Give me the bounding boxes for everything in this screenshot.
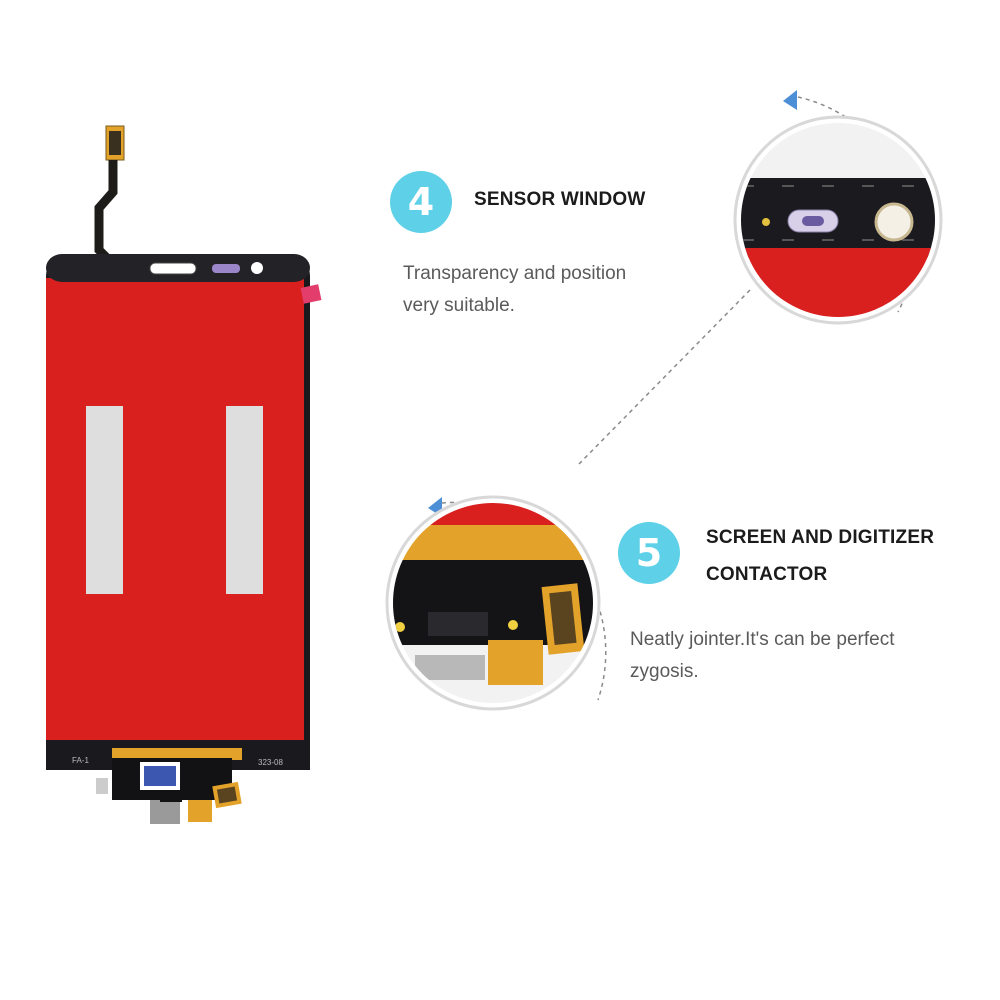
feature-title: SENSOR WINDOW xyxy=(474,189,646,210)
part-code-left: FA-1 xyxy=(72,756,89,765)
protective-strip-right xyxy=(226,406,263,594)
lcd-panel: FA-1 323-08 xyxy=(46,254,322,770)
dashed-connector-line xyxy=(577,289,751,466)
contactor-zoom xyxy=(385,495,607,711)
feature-description: Neatly jointer.It's can be perfect zygos… xyxy=(630,629,895,682)
feature-number-badge: 4 xyxy=(390,171,452,233)
arrow-head-icon xyxy=(783,90,797,110)
top-flex-cable xyxy=(94,125,125,266)
feature-description: Transparency and position very suitable. xyxy=(403,263,627,316)
protective-strip-left xyxy=(86,406,123,594)
bottom-flex-cable xyxy=(96,748,242,824)
feature-number-badge: 5 xyxy=(618,522,680,584)
sensor-window-zoom xyxy=(733,90,943,325)
feature-title: SCREEN AND DIGITIZER CONTACTOR xyxy=(706,527,935,585)
part-code-right: 323-08 xyxy=(258,758,283,767)
